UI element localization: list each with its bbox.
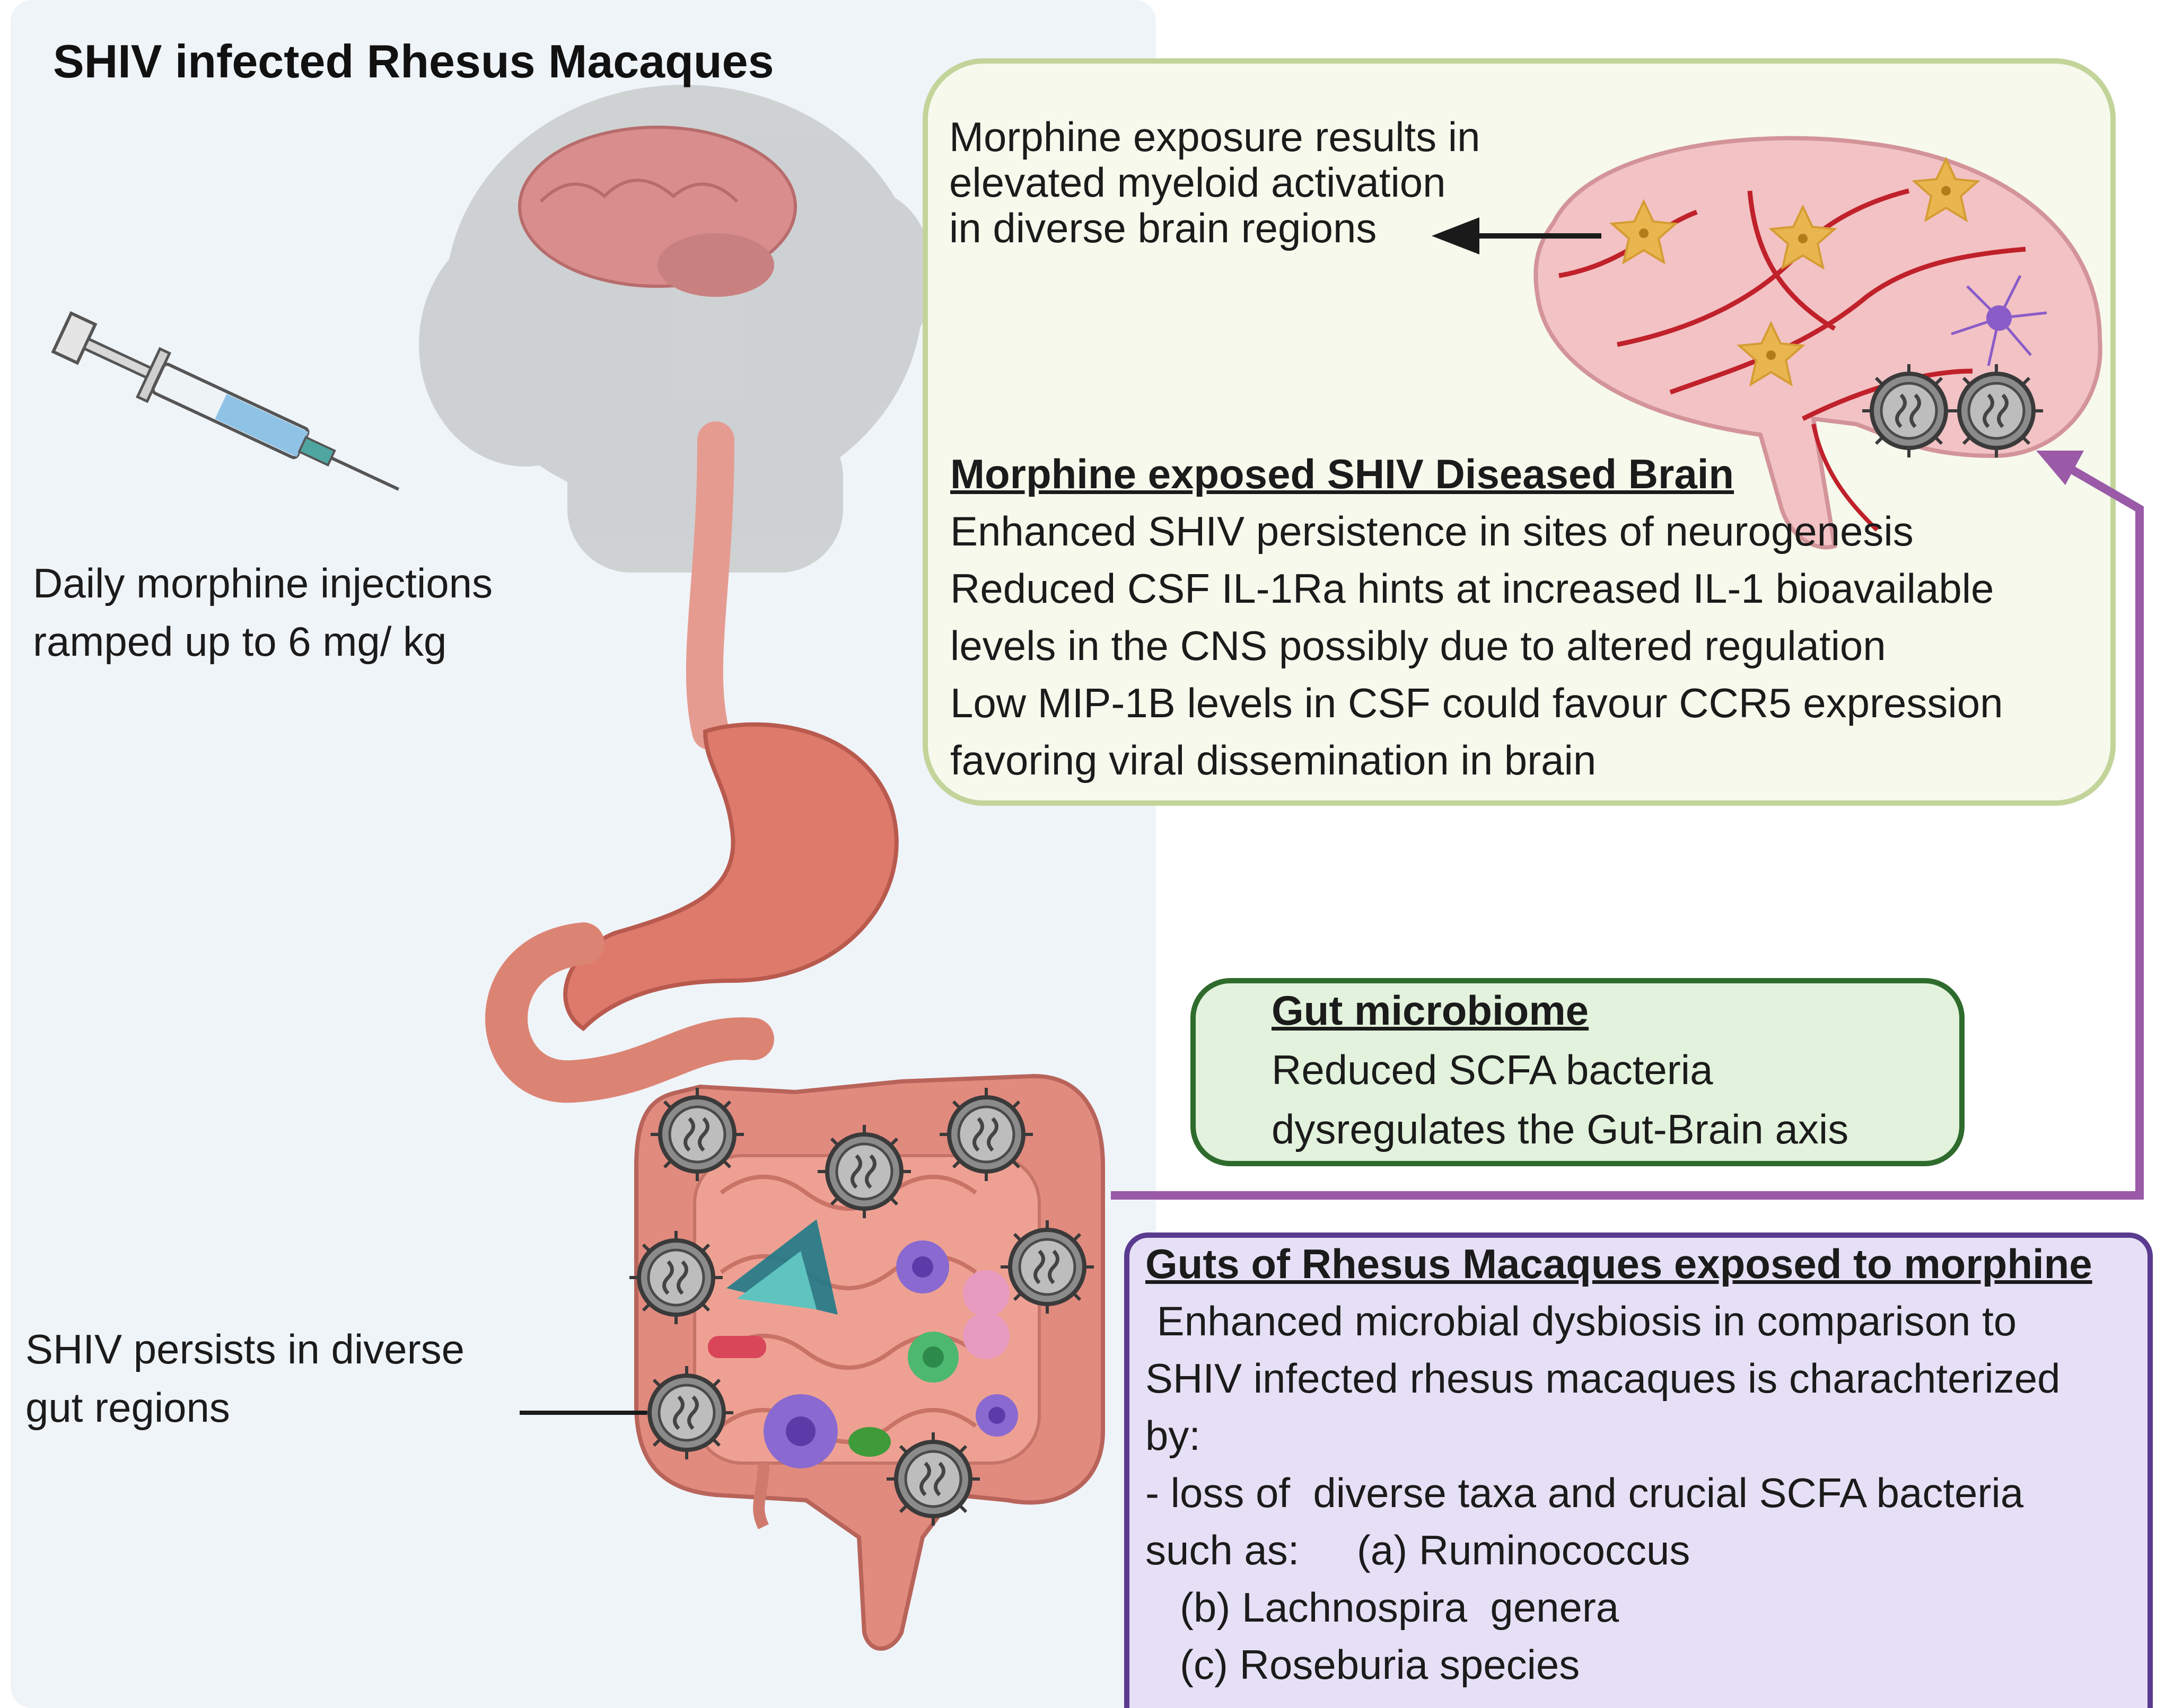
activation-line: Morphine exposure results in xyxy=(949,113,1480,160)
gut-note-line: gut regions xyxy=(25,1384,230,1431)
stomach-icon xyxy=(563,722,899,1032)
injection-line: Daily morphine injections xyxy=(33,560,493,606)
gut-box-line: Enhanced microbial dysbiosis in comparis… xyxy=(1145,1298,2017,1344)
esophagus-icon xyxy=(686,421,734,750)
injection-line: ramped up to 6 mg/ kg xyxy=(33,618,447,665)
microbiome-line: Reduced SCFA bacteria xyxy=(1272,1046,1713,1093)
microbe-icon xyxy=(708,1219,1018,1468)
intestine-icon xyxy=(634,1073,1105,1651)
brain-box-line: levels in the CNS possibly due to altere… xyxy=(950,622,1886,669)
brain-box-line: Reduced CSF IL-1Ra hints at increased IL… xyxy=(950,565,1994,612)
syringe-icon xyxy=(51,311,400,491)
page-title: SHIV infected Rhesus Macaques xyxy=(53,35,774,87)
gut-box-frame xyxy=(1124,1232,2153,1708)
activation-line: in diverse brain regions xyxy=(949,205,1377,251)
microbiome-box: Gut microbiome Reduced SCFA bacteria dys… xyxy=(1272,981,1848,1159)
gut-box-line: (c) Roseburia species xyxy=(1145,1641,1580,1688)
gut-box-line: such as: (a) Ruminococcus xyxy=(1145,1527,1690,1573)
activation-line: elevated myeloid activation xyxy=(949,159,1446,206)
brain-box: Morphine exposed SHIV Diseased Brain Enh… xyxy=(950,445,2003,789)
brain-box-line: favoring viral dissemination in brain xyxy=(950,737,1597,783)
gut-box-line: (b) Lachnospira genera xyxy=(1145,1584,1619,1631)
gut-box-line: SHIV infected rhesus macaques is charach… xyxy=(1145,1355,2061,1402)
injection-note: Daily morphine injections ramped up to 6… xyxy=(33,554,493,671)
brain-small-icon xyxy=(518,126,797,297)
brain-box-heading: Morphine exposed SHIV Diseased Brain xyxy=(950,451,1734,497)
gut-box-line: - loss of diverse taxa and crucial SCFA … xyxy=(1145,1469,2024,1516)
brain-box-line: Low MIP-1B levels in CSF could favour CC… xyxy=(950,680,2003,726)
brain-box-line: Enhanced SHIV persistence in sites of ne… xyxy=(950,508,1914,554)
microbiome-heading: Gut microbiome xyxy=(1272,987,1589,1034)
gut-box-line: by: xyxy=(1145,1412,1201,1459)
microbiome-line: dysregulates the Gut-Brain axis xyxy=(1272,1106,1849,1152)
gut-box-heading: Guts of Rhesus Macaques exposed to morph… xyxy=(1145,1240,2092,1287)
activation-note: Morphine exposure results in elevated my… xyxy=(949,114,1480,251)
gut-note-line: SHIV persists in diverse xyxy=(25,1326,464,1372)
microbiome-box-frame xyxy=(1190,978,1965,1166)
gut-note: SHIV persists in diverse gut regions xyxy=(25,1320,464,1437)
gut-box: Guts of Rhesus Macaques exposed to morph… xyxy=(1145,1235,2092,1693)
